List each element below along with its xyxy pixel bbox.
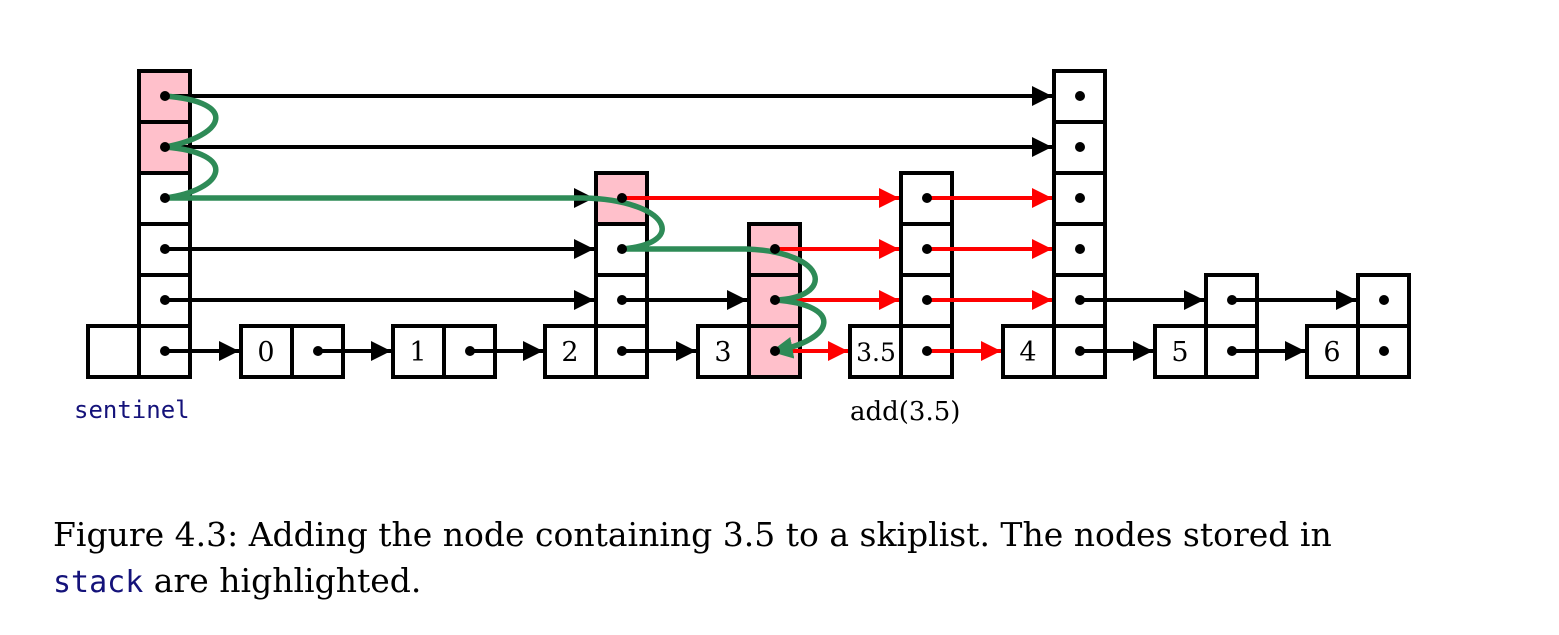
caption-suffix: are highlighted. [143,561,422,600]
pointer-dots [160,91,1389,356]
figure-caption: Figure 4.3: Adding the node containing 3… [53,512,1513,606]
node-value-6: 6 [1323,337,1340,368]
node-value-3: 3 [714,337,731,368]
node-value-2: 2 [561,337,578,368]
node-value-1: 1 [409,337,426,368]
new-pointers [622,188,1052,361]
caption-code: stack [53,565,144,600]
existing-pointers [165,86,1356,361]
highlighted-cells [139,71,800,377]
node-value-5: 5 [1171,337,1188,368]
node-2 [543,171,649,379]
operation-label: add(3.5) [850,397,960,427]
search-path [162,93,827,359]
caption-text: Figure 4.3: Adding the node containing 3… [53,515,1332,554]
node-5 [1153,273,1259,379]
node-boxes [86,69,1411,379]
sentinel-node [86,69,192,379]
sentinel-label: sentinel [74,396,190,424]
node-value-4: 4 [1019,337,1036,368]
node-value-0: 0 [257,337,274,368]
node-value-labels: 0 1 2 3 3.5 4 5 6 [257,337,1340,368]
node-6 [1305,273,1411,379]
node-3-5 [848,171,954,379]
node-value-3-5: 3.5 [856,338,896,367]
node-4 [1001,69,1107,379]
